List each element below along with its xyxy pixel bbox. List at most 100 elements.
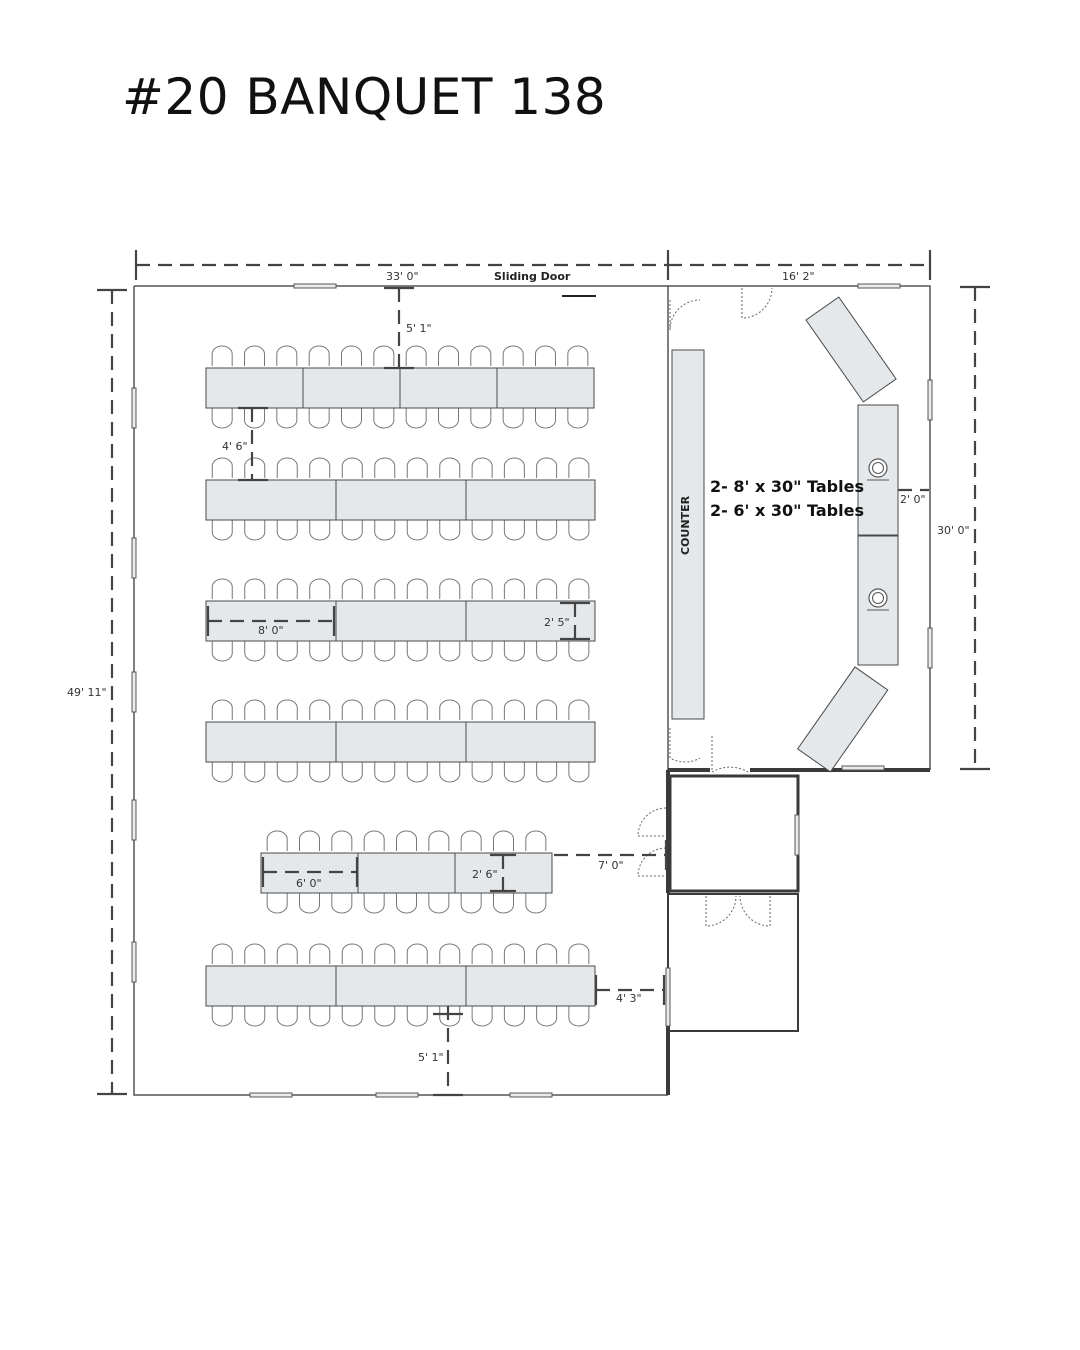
- row-5-bottom-1-chair-0: [363, 893, 385, 914]
- row-1-bottom-0-chair-0: [211, 408, 233, 429]
- row-4-table-2: [465, 721, 596, 763]
- row-4-top-0-chair-0: [211, 699, 233, 720]
- row-3-bottom-2-chair-3: [568, 641, 590, 662]
- row-3-bottom-0-chair-1: [244, 641, 266, 662]
- row-4-top-1-chair-2: [406, 699, 428, 720]
- storage-room-1: [668, 774, 800, 893]
- dim-bottom-gap: 5' 1": [418, 1051, 444, 1064]
- row-6-top-1-chair-1: [374, 943, 396, 964]
- row-6-bottom-2-chair-2: [536, 1006, 558, 1027]
- row-2-bottom-0-chair-1: [244, 520, 266, 541]
- row-3-bottom-0-chair-0: [211, 641, 233, 662]
- row-4-bottom-1-chair-1: [374, 762, 396, 783]
- row-3-top-2-chair-0: [471, 578, 493, 599]
- row-5-bottom-1-chair-1: [396, 893, 417, 914]
- dim-buffet-gap: 2' 0": [900, 493, 926, 506]
- row-6-top-2-chair-2: [536, 943, 558, 964]
- row-5-top-0-chair-1: [299, 830, 320, 851]
- row-6-top-2-chair-0: [471, 943, 493, 964]
- row-1-top-2-chair-2: [470, 345, 492, 366]
- row-4-top-1-chair-0: [341, 699, 363, 720]
- row-4-bottom-1-chair-3: [439, 762, 461, 783]
- row-2-top-1-chair-2: [406, 457, 428, 478]
- row-1-top-3-chair-0: [502, 345, 524, 366]
- row-1-top-0-chair-2: [276, 345, 298, 366]
- row-2-top-2-chair-0: [471, 457, 493, 478]
- window-h-4: [509, 1092, 553, 1098]
- row-5-bottom-1-chair-2: [428, 893, 450, 914]
- door-swing-4: [711, 736, 749, 773]
- row-1-table-3: [496, 367, 595, 409]
- row-1-top-2-chair-1: [438, 345, 459, 366]
- row-1-bottom-1-chair-1: [341, 408, 362, 429]
- place-setting-inner-0: [872, 462, 884, 474]
- storage-room-2: [667, 893, 799, 1032]
- row-3-top-0-chair-2: [276, 578, 298, 599]
- window-v-4: [131, 941, 137, 983]
- row-6-bottom-1-chair-3: [439, 1006, 461, 1027]
- row-2-top-0-chair-0: [211, 457, 233, 478]
- row-3-bottom-2-chair-0: [471, 641, 493, 662]
- row-4-bottom-1-chair-2: [406, 762, 428, 783]
- row-1-bottom-0-chair-2: [276, 408, 298, 429]
- window-v-0: [131, 387, 137, 429]
- window-v-3: [131, 799, 137, 841]
- row-5-top-1-chair-0: [363, 830, 385, 851]
- row-3-bottom-0-chair-3: [309, 641, 331, 662]
- row-6-top-1-chair-3: [439, 943, 461, 964]
- row-2-top-1-chair-1: [374, 457, 396, 478]
- dimension-lines: [97, 250, 990, 1097]
- window-v-2: [131, 671, 137, 713]
- row-6-bottom-0-chair-0: [211, 1006, 233, 1027]
- row-6-top-0-chair-3: [309, 943, 331, 964]
- row-3-bottom-0-chair-2: [276, 641, 298, 662]
- dim-side-height: 30' 0": [937, 524, 970, 537]
- row-2-top-0-chair-1: [244, 457, 266, 478]
- door-swing-1: [741, 287, 773, 319]
- door-swing-6: [637, 847, 667, 877]
- door-swing-2: [669, 299, 701, 331]
- door-swing-7: [705, 895, 737, 927]
- row-3-bottom-2-chair-2: [536, 641, 558, 662]
- row-3-table-2: [465, 600, 596, 642]
- window-h-1: [857, 283, 901, 289]
- door-swing-5: [637, 807, 667, 837]
- dim-top-gap: 5' 1": [406, 322, 432, 335]
- dim-row-gap: 4' 6": [222, 440, 248, 453]
- row-4-bottom-1-chair-0: [341, 762, 363, 783]
- row-1-bottom-3-chair-1: [535, 408, 556, 429]
- row-4-table-1: [335, 721, 467, 763]
- dim-table-depth-8: 2' 5": [544, 616, 570, 629]
- door-swing-3: [669, 728, 701, 763]
- row-4-top-2-chair-3: [568, 699, 590, 720]
- row-1-top-2-chair-0: [405, 345, 427, 366]
- row-4-top-2-chair-1: [503, 699, 525, 720]
- row-4-bottom-2-chair-2: [536, 762, 558, 783]
- row-4-bottom-0-chair-0: [211, 762, 233, 783]
- row-2-top-2-chair-2: [536, 457, 558, 478]
- row-3-bottom-1-chair-2: [406, 641, 428, 662]
- door-swing-8: [739, 895, 771, 927]
- window-v-1: [131, 537, 137, 579]
- row-2-table-1: [335, 479, 467, 521]
- buffet-table-angled-2: [796, 666, 889, 773]
- dim-wall-gap: 4' 3": [616, 992, 642, 1005]
- row-2-table-0: [205, 479, 337, 521]
- dim-table-6ft: 6' 0": [296, 877, 322, 890]
- row-1-bottom-2-chair-1: [438, 408, 459, 429]
- row-6-bottom-1-chair-2: [406, 1006, 428, 1027]
- row-2-top-0-chair-2: [276, 457, 298, 478]
- row-6-table-2: [465, 965, 596, 1007]
- row-1-top-3-chair-1: [535, 345, 556, 366]
- row-6-top-0-chair-2: [276, 943, 298, 964]
- row-6-bottom-2-chair-0: [471, 1006, 493, 1027]
- row-6-top-2-chair-1: [503, 943, 525, 964]
- row-5-table-1: [357, 852, 456, 894]
- row-4-top-1-chair-1: [374, 699, 396, 720]
- row-3-top-1-chair-1: [374, 578, 396, 599]
- row-1-top-0-chair-0: [211, 345, 233, 366]
- window-v-5: [927, 379, 933, 421]
- row-4-top-1-chair-3: [439, 699, 461, 720]
- window-h-5: [841, 765, 885, 771]
